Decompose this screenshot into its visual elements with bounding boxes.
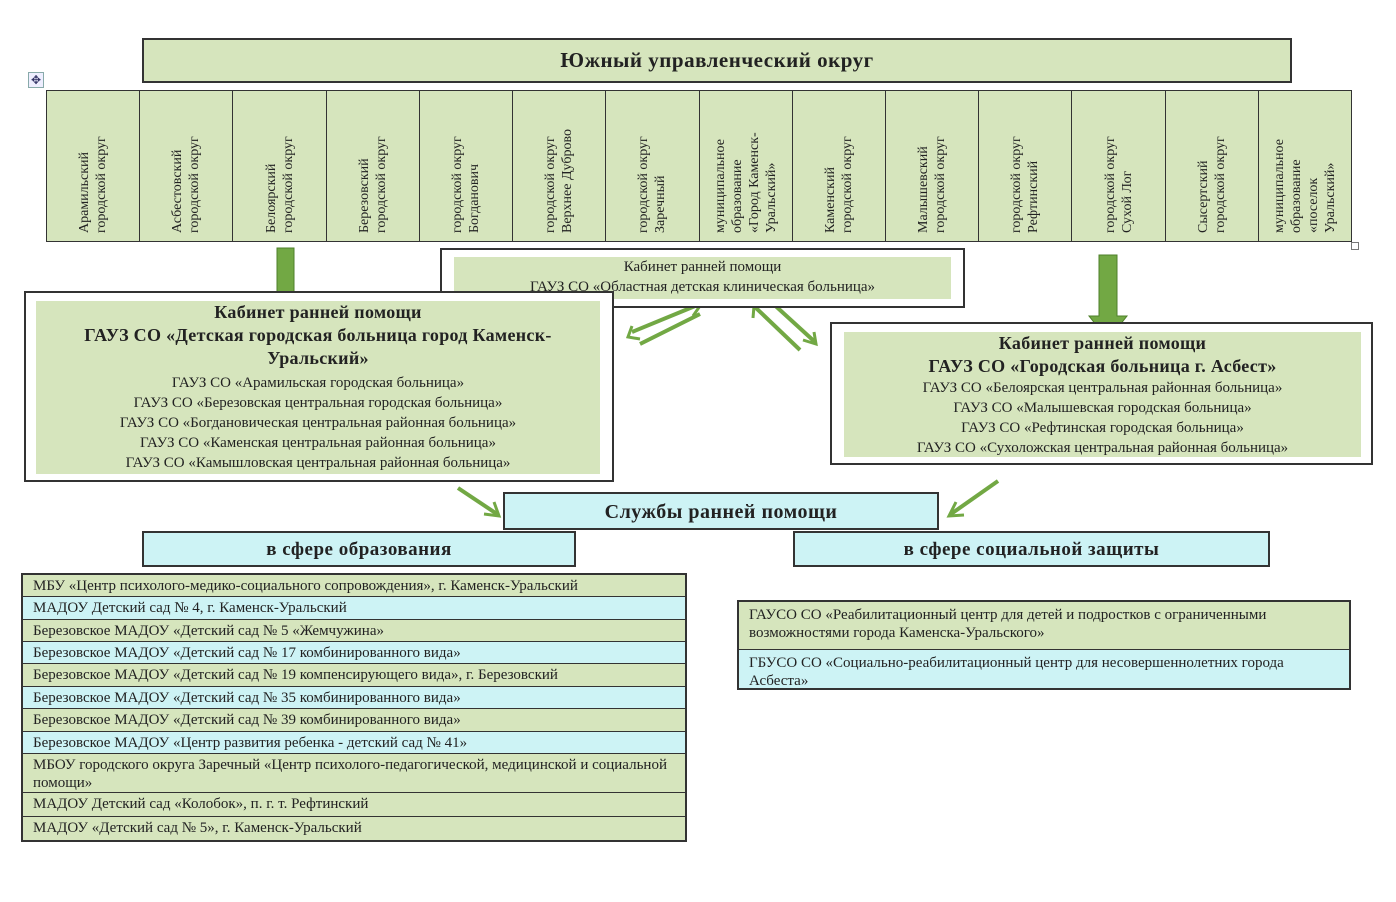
left-cabinet-item: ГАУЗ СО «Камышловская центральная районн… [125,455,511,471]
left-cabinet-title: Кабинет ранней помощи [214,302,422,322]
right-cabinet-box: Кабинет ранней помощи ГАУЗ СО «Городская… [830,322,1373,465]
district-column: городской округ Верхнее Дуброво [513,91,607,241]
district-title: Южный управленческий округ [142,38,1292,83]
table-row: МАДОУ «Детский сад № 5», г. Каменск-Урал… [23,817,685,840]
table-row: Березовское МАДОУ «Детский сад № 17 комб… [23,642,685,664]
move-handle-icon[interactable]: ✥ [28,72,44,88]
arrow-to-services-left [456,486,502,518]
table-row: МАДОУ Детский сад «Колобок», п. г. т. Ре… [23,793,685,817]
table-row: МБОУ городского округа Заречный «Центр п… [23,754,685,793]
district-column: городской округ Рефтинский [979,91,1073,241]
district-column: городской округ Богданович [420,91,514,241]
left-cabinet-item: ГАУЗ СО «Арамильская городская больница» [171,375,465,391]
resize-handle-icon[interactable] [1351,242,1359,250]
down-arrow-left [276,247,295,293]
left-cabinet-org: ГАУЗ СО «Детская городская больница горо… [84,325,552,368]
right-cabinet-title: Кабинет ранней помощи [998,333,1207,353]
table-row: Березовское МАДОУ «Детский сад № 39 комб… [23,709,685,732]
right-cabinet-item: ГАУЗ СО «Рефтинская городская больница» [961,420,1244,436]
district-column: городской округ Заречный [606,91,700,241]
table-row: Березовское МАДОУ «Центр развития ребенк… [23,732,685,754]
table-row: ГБУСО СО «Социально-реабилитационный цен… [739,650,1349,688]
district-column: Арамильский городской округ [47,91,141,241]
center-cabinet-title: Кабинет ранней помощи [623,259,782,275]
center-cabinet-org: ГАУЗ СО «Областная детская клиническая б… [529,279,876,295]
right-cabinet-item: ГАУЗ СО «Сухоложская центральная районна… [916,440,1289,456]
social-table: ГАУСО СО «Реабилитационный центр для дет… [737,600,1351,690]
district-column: Березовский городской округ [327,91,420,241]
table-row: МБУ «Центр психолого-медико-социального … [23,575,685,597]
district-column: Сысертский городской округ [1166,91,1259,241]
right-cabinet-item: ГАУЗ СО «Белоярская центральная районная… [922,380,1283,396]
table-row: Березовское МАДОУ «Детский сад № 19 комп… [23,664,685,687]
left-cabinet-box: Кабинет ранней помощи ГАУЗ СО «Детская г… [24,291,614,482]
right-cabinet-item: ГАУЗ СО «Малышевская городская больница» [953,400,1252,416]
district-column: муниципальное образование «Город Каменск… [700,91,793,241]
education-table: МБУ «Центр психолого-медико-социального … [21,573,687,842]
social-heading: в сфере социальной защиты [793,531,1270,567]
left-cabinet-item: ГАУЗ СО «Сысертская центральная районная… [36,473,600,474]
district-column: Асбестовский городской округ [140,91,234,241]
table-row: Березовское МАДОУ «Детский сад № 35 комб… [23,687,685,709]
left-cabinet-item: ГАУЗ СО «Березовская центральная городск… [133,395,503,411]
arrow-to-services-right [946,479,1000,518]
table-row: Березовское МАДОУ «Детский сад № 5 «Жемч… [23,620,685,642]
table-row: ГАУСО СО «Реабилитационный центр для дет… [739,602,1349,650]
district-column: городской округ Сухой Лог [1072,91,1166,241]
district-column: Малышевский городской округ [886,91,980,241]
table-row: МАДОУ Детский сад № 4, г. Каменск-Уральс… [23,597,685,620]
left-cabinet-item: ГАУЗ СО «Каменская центральная районная … [140,435,496,451]
services-title: Службы ранней помощи [503,492,939,530]
right-cabinet-org: ГАУЗ СО «Городская больница г. Асбест» [928,356,1277,376]
district-column: Каменский городской округ [793,91,886,241]
district-column: Белоярский городской округ [233,91,327,241]
left-cabinet-item: ГАУЗ СО «Богдановическая центральная рай… [119,415,517,431]
education-heading: в сфере образования [142,531,576,567]
